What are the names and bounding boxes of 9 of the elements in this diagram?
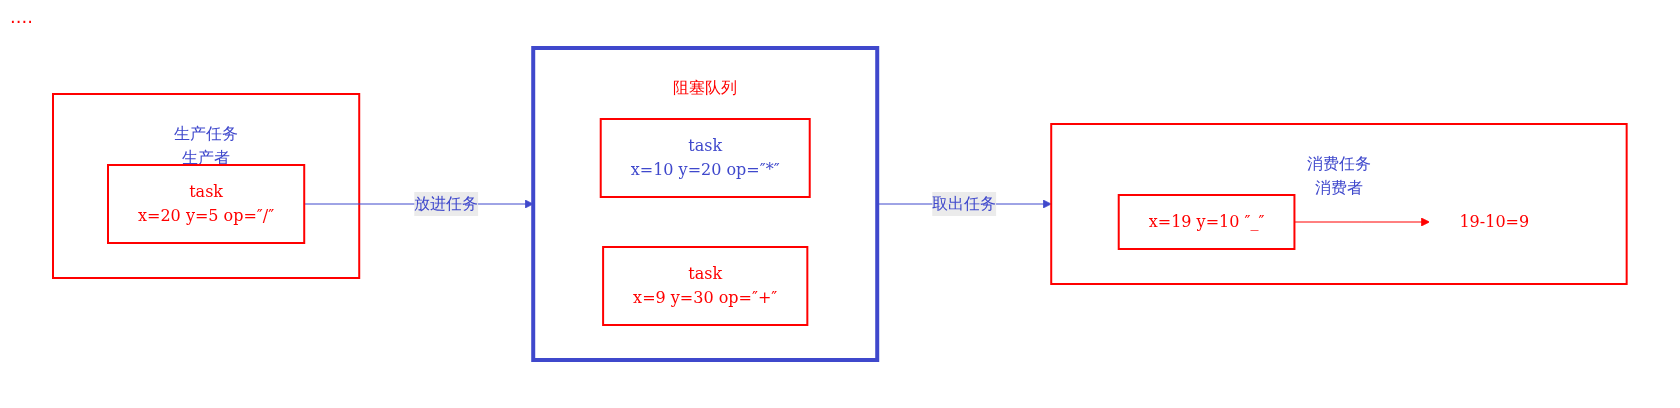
note-text: .... (10, 6, 33, 27)
node-box: task x=20 y=5 op=″/″ (107, 164, 306, 244)
node-box: task x=9 y=30 op=″+″ (602, 246, 809, 326)
edge-label: 放进任务 (414, 194, 479, 213)
node-box: x=19 y=10 ″_″ (1117, 194, 1296, 250)
edge-label: 取出任务 (932, 194, 997, 213)
arrow (1294, 217, 1430, 227)
node-box: task x=10 y=20 op=″*″ (599, 118, 811, 198)
node-text: 19-10=9 (1459, 212, 1530, 231)
